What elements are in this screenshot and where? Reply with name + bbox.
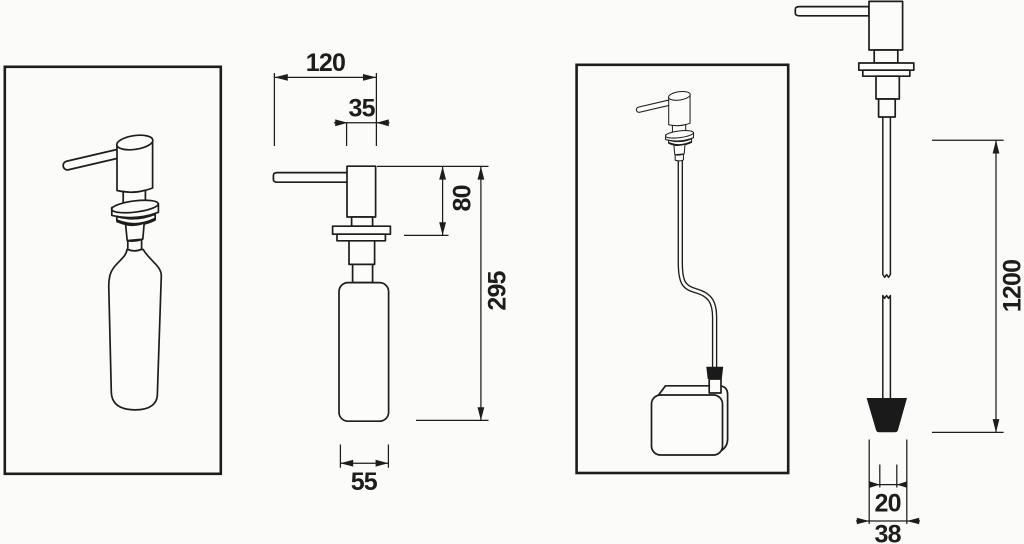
arrowhead-up xyxy=(439,166,446,180)
arrowhead-left xyxy=(896,481,908,488)
dim-label-overall-height: 295 xyxy=(483,270,511,310)
dim-label-projection: 120 xyxy=(306,49,345,77)
arrowhead-left xyxy=(906,517,920,525)
figure-perspective-tube xyxy=(575,63,790,475)
flange-upper-front xyxy=(857,62,915,72)
pump-body-front xyxy=(346,165,377,218)
dim-label-bottle-width: 55 xyxy=(351,468,378,496)
dim-label-foot-tip-width: 20 xyxy=(874,490,900,518)
suction-tube-lower xyxy=(882,294,892,398)
figure-front-dimensioned: 120 35 80 295 55 xyxy=(272,49,511,496)
arrowhead-down xyxy=(992,419,1000,433)
flange-upper-front xyxy=(331,225,392,236)
hose-connector-cap xyxy=(706,366,724,379)
arrowhead-left xyxy=(335,119,348,127)
pump-collar-front xyxy=(350,216,374,228)
shaft-step1-front xyxy=(348,239,376,266)
dim-tube-length: 1200 xyxy=(932,139,1024,434)
figure3-frame xyxy=(575,63,790,475)
shaft-step2-front xyxy=(877,98,897,118)
dim-foot-width: 38 xyxy=(856,439,920,544)
bottle-front xyxy=(338,281,390,423)
figure-perspective-bottle xyxy=(3,65,223,476)
shaft-step1-front xyxy=(875,75,901,100)
dim-pump-width: 35 xyxy=(334,95,390,146)
suction-tube-upper xyxy=(882,117,892,279)
dim-label-foot-width: 38 xyxy=(874,521,901,544)
pump-head-perspective-small xyxy=(639,90,694,161)
pump-body-front xyxy=(868,0,904,51)
canister-neck xyxy=(708,378,722,394)
arrowhead-up xyxy=(992,140,1000,154)
soap-canister xyxy=(650,394,724,456)
suction-hose-fill xyxy=(678,160,716,368)
flange-lower-front xyxy=(336,233,387,242)
dim-label-above-counter: 80 xyxy=(449,185,477,211)
dim-overall-height: 295 xyxy=(416,166,511,422)
spout-front xyxy=(794,5,870,17)
arrowhead-right xyxy=(376,119,389,127)
figure1-frame xyxy=(3,65,223,476)
dim-projection: 120 xyxy=(273,49,378,146)
suction-hose-outline xyxy=(677,160,718,368)
arrowhead-right xyxy=(375,459,389,467)
shaft-step2-front xyxy=(351,263,374,284)
dim-label-pump-width: 35 xyxy=(348,95,375,123)
soap-bottle xyxy=(107,248,163,411)
arrowhead-up xyxy=(477,166,485,180)
dim-label-tube-length: 1200 xyxy=(999,260,1024,312)
arrowhead-left xyxy=(340,459,354,467)
foot-valve xyxy=(866,398,907,433)
arrowhead-right xyxy=(856,517,870,525)
arrowhead-down xyxy=(439,222,446,236)
pump-head-perspective xyxy=(68,133,159,251)
dim-foot-tip-width: 20 xyxy=(869,464,908,518)
spout-front xyxy=(272,171,349,184)
pump-collar-front xyxy=(873,49,899,64)
arrowhead-right xyxy=(869,481,880,488)
arrowhead-right xyxy=(363,74,377,81)
flange-lower-front xyxy=(861,69,911,78)
dim-bottle-width: 55 xyxy=(339,444,390,496)
dim-above-counter: 80 xyxy=(377,165,489,237)
arrowhead-left xyxy=(274,74,288,81)
arrowhead-down xyxy=(477,407,485,421)
figure-tube-dimensioned: 1200 20 38 xyxy=(794,0,1024,544)
